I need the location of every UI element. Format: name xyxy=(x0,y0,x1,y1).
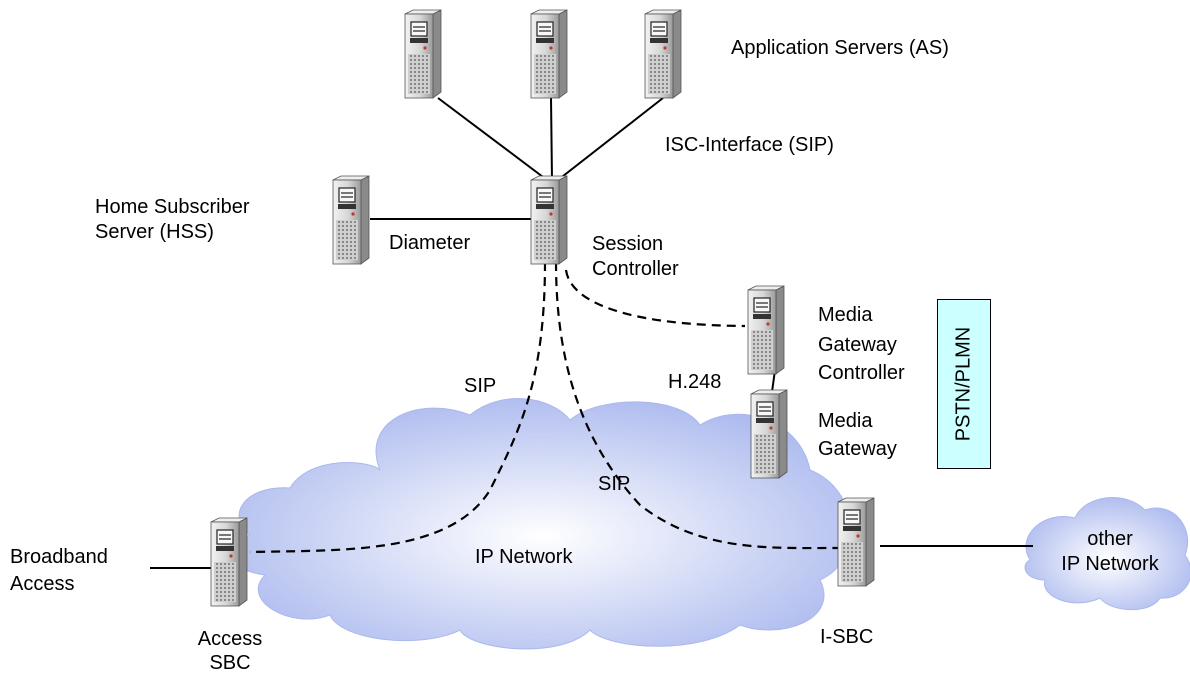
application-server-icon xyxy=(530,9,568,99)
solid-links xyxy=(150,97,1033,569)
mgc-label-line1: Media xyxy=(818,304,873,326)
access-sbc-server-icon xyxy=(210,517,248,607)
session-controller-label-line1: Session xyxy=(592,233,664,255)
mgc-label-line3: Controller xyxy=(818,362,905,384)
other-ip-network-cloud xyxy=(1024,497,1190,611)
application-servers-label: Application Servers (AS) xyxy=(731,37,949,59)
hss-server-icon xyxy=(332,175,370,265)
isbc-server-icon xyxy=(837,497,875,587)
mg-label-line2: Gateway xyxy=(818,438,897,460)
sip-label-right: SIP xyxy=(598,473,631,495)
sip-label-left: SIP xyxy=(464,375,497,397)
ip-network-label: IP Network xyxy=(475,546,573,568)
access-sbc-label-line2: SBC xyxy=(209,652,251,674)
broadband-access-label-line1: Broadband xyxy=(10,546,108,568)
hss-label-line2: Server (HSS) xyxy=(95,221,214,243)
media-gateway-server-icon xyxy=(750,389,788,479)
broadband-access-label-line2: Access xyxy=(10,573,75,595)
mg-label-line1: Media xyxy=(818,410,873,432)
isc-interface-label: ISC-Interface (SIP) xyxy=(665,134,834,156)
mgc-label-line2: Gateway xyxy=(818,334,897,356)
pstn-plmn-label: PSTN/PLMN xyxy=(952,326,975,442)
application-server-icon xyxy=(404,9,442,99)
application-server-icon xyxy=(644,9,682,99)
access-sbc-label-line1: Access xyxy=(197,628,263,650)
session-controller-server-icon xyxy=(530,175,568,265)
diameter-label: Diameter xyxy=(389,232,471,254)
media-gateway-controller-server-icon xyxy=(747,285,785,375)
session-controller-label-line2: Controller xyxy=(592,258,679,280)
dashed-links xyxy=(249,261,839,554)
hss-label-line1: Home Subscriber xyxy=(95,196,250,218)
h248-label: H.248 xyxy=(668,371,722,393)
pstn-plmn-box: PSTN/PLMN xyxy=(937,299,991,469)
other-ip-network-label-line2: IP Network xyxy=(1061,553,1159,575)
isbc-label: I-SBC xyxy=(820,626,874,648)
other-ip-network-label-line1: other xyxy=(1087,528,1133,550)
